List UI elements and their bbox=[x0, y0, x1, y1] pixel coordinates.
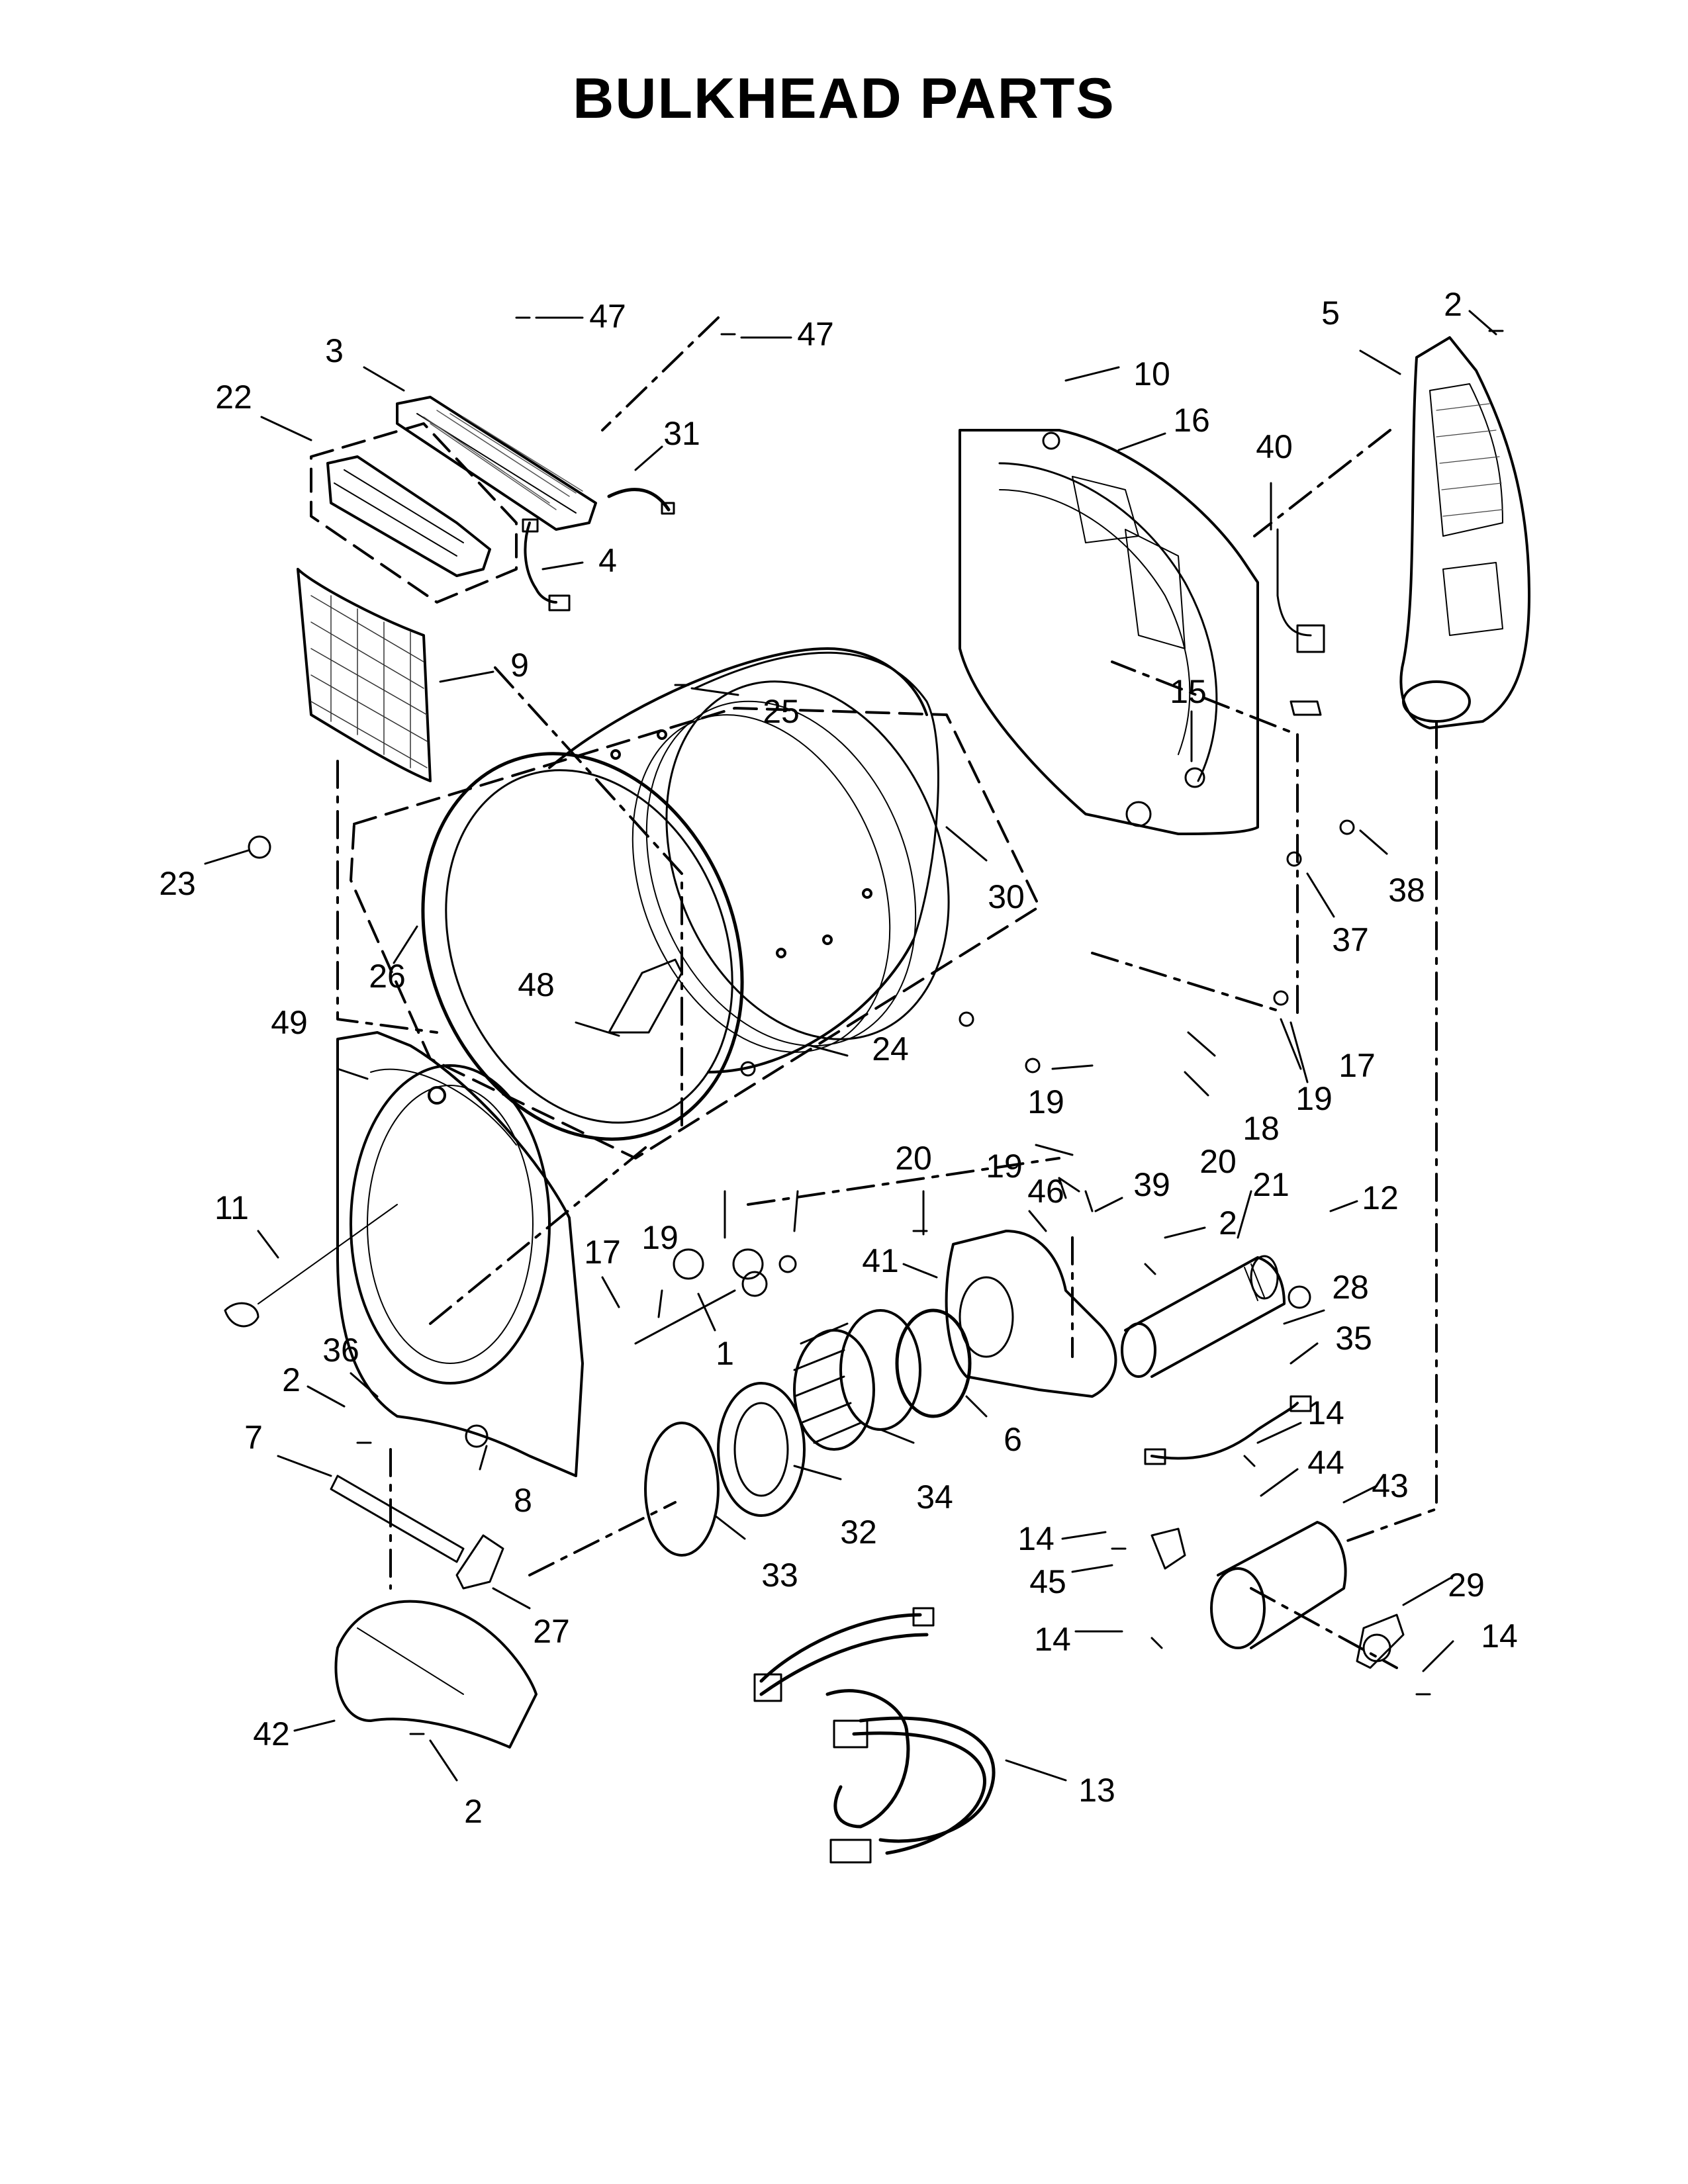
callout-label: 49 bbox=[271, 1004, 308, 1041]
callout-label: 43 bbox=[1372, 1467, 1409, 1504]
callout-label: 36 bbox=[322, 1332, 359, 1369]
callout-label: 14 bbox=[1307, 1394, 1344, 1432]
callout-label: 29 bbox=[1448, 1567, 1485, 1604]
callout-label: 46 bbox=[1027, 1173, 1064, 1210]
part-small-hardware bbox=[248, 316, 1504, 1735]
callout-label: 2 bbox=[1219, 1205, 1237, 1242]
callout-label: 31 bbox=[663, 415, 700, 452]
callout-label: 34 bbox=[916, 1479, 953, 1516]
callout-label: 14 bbox=[1034, 1621, 1071, 1658]
callout-label: 2 bbox=[464, 1793, 483, 1830]
callout-label: 27 bbox=[533, 1613, 570, 1650]
callout-label: 41 bbox=[862, 1242, 899, 1279]
callout-label: 14 bbox=[1481, 1617, 1518, 1655]
callout-label: 1 bbox=[716, 1335, 734, 1372]
part-moisture-sensor-40 bbox=[1276, 528, 1325, 716]
callout-label: 2 bbox=[1444, 286, 1462, 323]
part-roller-assembly-left bbox=[634, 1248, 797, 1345]
callout-label: 14 bbox=[1017, 1520, 1055, 1557]
callout-label: 21 bbox=[1252, 1166, 1289, 1203]
group-boundaries bbox=[310, 422, 1041, 1160]
callout-label: 16 bbox=[1173, 402, 1210, 439]
callout-label: 26 bbox=[369, 958, 406, 995]
callout-label: 19 bbox=[1295, 1080, 1333, 1117]
part-blower-housing bbox=[945, 1230, 1117, 1398]
callout-label: 8 bbox=[514, 1482, 532, 1519]
part-blower-wheel bbox=[793, 1309, 921, 1451]
callout-label: 37 bbox=[1332, 921, 1369, 958]
part-cable-35 bbox=[1144, 1395, 1312, 1465]
callout-label: 2 bbox=[282, 1361, 301, 1398]
callout-label: 11 bbox=[214, 1189, 249, 1226]
callout-label: 6 bbox=[1004, 1421, 1022, 1458]
callout-label: 3 bbox=[325, 332, 344, 369]
callout-label: 38 bbox=[1388, 872, 1425, 909]
callout-label: 17 bbox=[584, 1234, 621, 1271]
callout-label: 45 bbox=[1029, 1563, 1066, 1600]
callout-label: 7 bbox=[244, 1419, 263, 1456]
callout-label: 28 bbox=[1332, 1269, 1369, 1306]
callout-label: 42 bbox=[253, 1715, 290, 1752]
part-lint-filter bbox=[297, 568, 432, 782]
part-wiring-harness-13 bbox=[753, 1607, 996, 1864]
assembly-lines bbox=[336, 316, 1438, 1669]
callout-label: 12 bbox=[1362, 1179, 1399, 1216]
part-bearing-32 bbox=[717, 1382, 806, 1517]
callout-label: 17 bbox=[1338, 1047, 1376, 1084]
part-wire-harness-31 bbox=[607, 488, 675, 515]
callout-label: 9 bbox=[510, 647, 529, 684]
part-seal-33 bbox=[644, 1422, 720, 1557]
part-drum-glide-7 bbox=[330, 1475, 465, 1563]
part-slide-27 bbox=[455, 1534, 504, 1590]
callout-label: 19 bbox=[641, 1219, 679, 1256]
part-front-bulkhead bbox=[336, 1031, 584, 1477]
callout-label: 47 bbox=[797, 316, 834, 353]
callout-label: 19 bbox=[1027, 1083, 1064, 1120]
callout-label: 30 bbox=[988, 878, 1025, 915]
part-heater-element-43 bbox=[1210, 1521, 1347, 1649]
callout-label: 35 bbox=[1335, 1320, 1372, 1357]
callout-label: 19 bbox=[986, 1148, 1023, 1185]
part-drum-baffle-48 bbox=[608, 958, 683, 1034]
callout-label: 18 bbox=[1243, 1110, 1280, 1147]
callout-label: 24 bbox=[872, 1030, 909, 1068]
lint-housing-group-box bbox=[310, 422, 518, 604]
callout-label: 22 bbox=[215, 379, 252, 416]
callout-label: 39 bbox=[1133, 1166, 1170, 1203]
part-front-duct bbox=[334, 1600, 538, 1749]
part-lint-screen-housing bbox=[326, 455, 491, 577]
callout-label: 13 bbox=[1078, 1772, 1115, 1809]
callout-label: 48 bbox=[518, 966, 555, 1003]
callout-label: 20 bbox=[895, 1140, 932, 1177]
callout-label: 23 bbox=[159, 865, 196, 902]
part-bracket-45 bbox=[1150, 1527, 1186, 1570]
callout-label: 32 bbox=[840, 1514, 877, 1551]
part-heater-assembly bbox=[1121, 1255, 1286, 1378]
callout-label: 15 bbox=[1170, 673, 1207, 710]
part-exhaust-duct bbox=[1399, 336, 1530, 729]
part-rear-bulkhead bbox=[959, 429, 1259, 835]
part-blower-ring-6 bbox=[895, 1308, 972, 1418]
callout-label: 33 bbox=[761, 1557, 798, 1594]
callout-label: 10 bbox=[1133, 355, 1170, 392]
leader-arrows bbox=[204, 310, 1497, 1782]
part-drum bbox=[421, 647, 950, 1141]
callout-label: 4 bbox=[598, 542, 617, 579]
callout-label: 44 bbox=[1307, 1444, 1344, 1481]
part-thermostat-29 bbox=[1356, 1614, 1405, 1669]
callout-label: 20 bbox=[1199, 1143, 1237, 1180]
drum-group-box bbox=[350, 707, 1041, 1160]
callout-label: 25 bbox=[763, 693, 800, 730]
callout-label: 5 bbox=[1321, 295, 1340, 332]
page-title: BULKHEAD PARTS bbox=[573, 67, 1115, 130]
part-lint-screen-cover bbox=[396, 396, 597, 531]
part-door-switch-11 bbox=[224, 1204, 398, 1328]
part-thermistor-4 bbox=[522, 518, 571, 612]
callout-label: 47 bbox=[589, 298, 626, 335]
callout-label: 40 bbox=[1256, 428, 1293, 465]
